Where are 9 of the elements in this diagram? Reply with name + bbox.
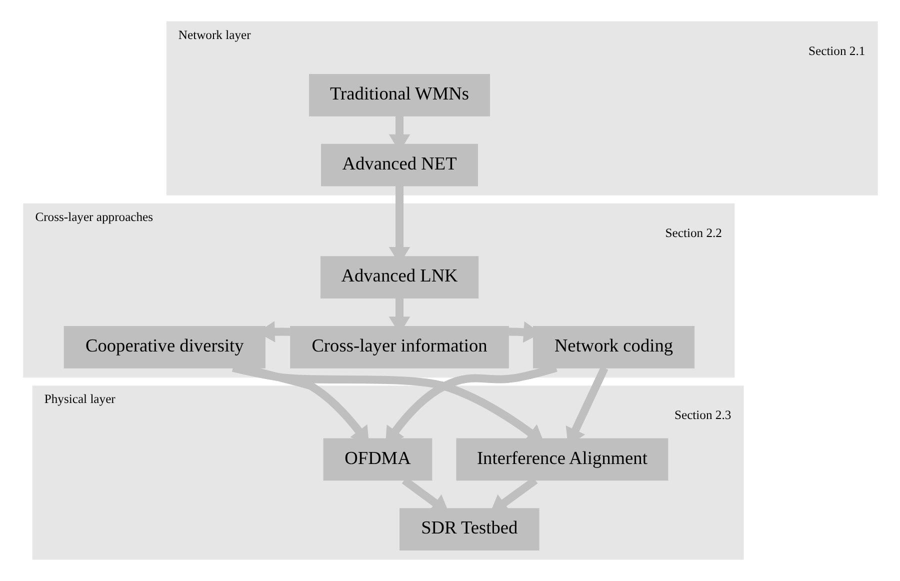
node-box: OFDMA xyxy=(322,438,432,481)
node-box: Cross-layer information xyxy=(290,326,508,368)
node-box: Advanced NET xyxy=(320,144,478,186)
node-box: Interference Alignment xyxy=(456,438,668,481)
node-box: Network coding xyxy=(532,326,694,368)
node-box: Cooperative diversity xyxy=(63,326,265,368)
node-box: Traditional WMNs xyxy=(308,74,490,116)
node-box: Advanced LNK xyxy=(320,256,478,299)
node-box: SDR Testbed xyxy=(399,508,539,551)
